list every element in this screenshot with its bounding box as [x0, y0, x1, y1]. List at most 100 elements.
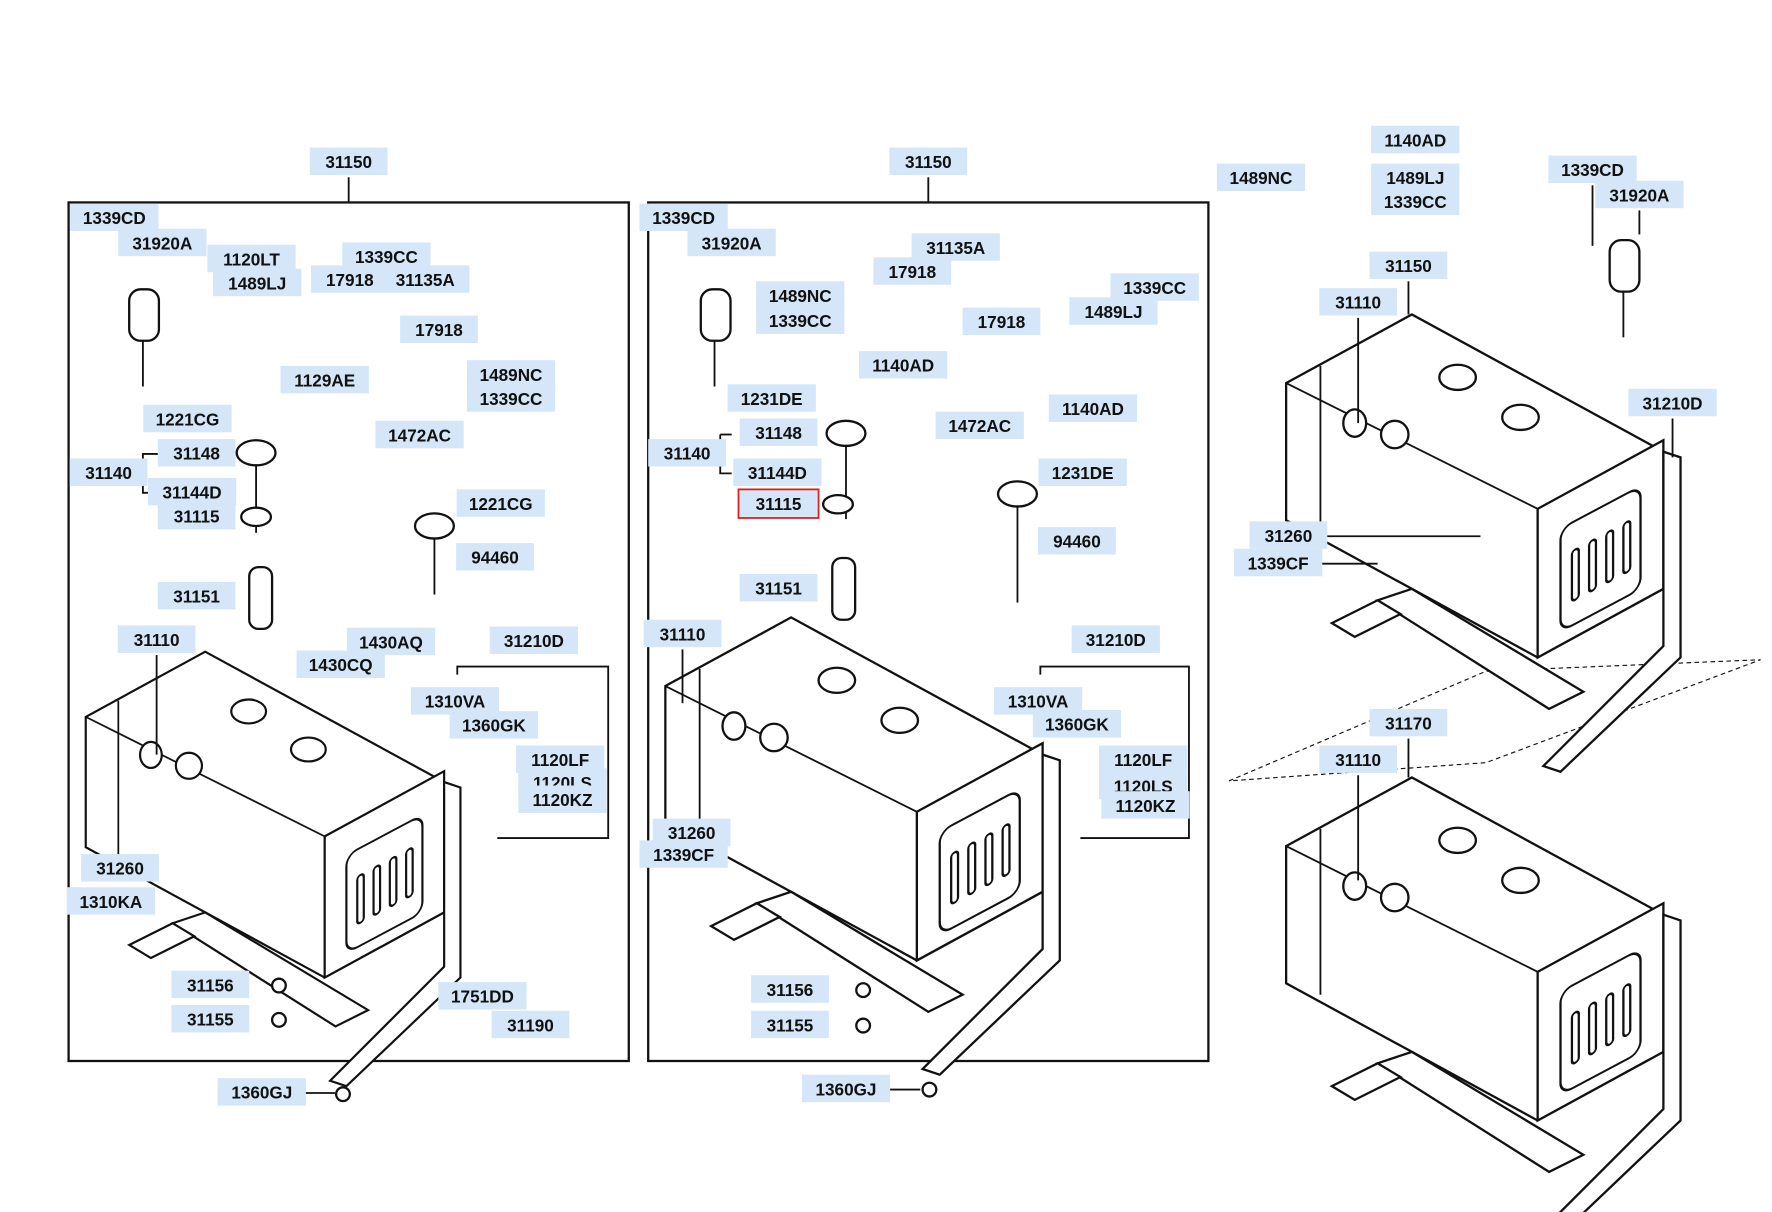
label-background [491, 1010, 570, 1039]
part-label-31135A[interactable]: 31135A [911, 233, 1000, 261]
part-label-31115[interactable]: 31115 [157, 501, 236, 530]
part-label-1140AD[interactable]: 1140AD [1048, 394, 1138, 422]
part-label-1339CF[interactable]: 1339CF [1233, 548, 1323, 577]
washer-icon [270, 977, 287, 994]
part-label-17918[interactable]: 17918 [962, 307, 1041, 336]
part-label-1751DD[interactable]: 1751DD [438, 982, 527, 1010]
part-number: 31151 [755, 579, 802, 599]
part-label-1430AQ[interactable]: 1430AQ [346, 627, 436, 656]
part-label-31190[interactable]: 31190 [491, 1010, 570, 1039]
part-label-31920A[interactable]: 31920A [118, 228, 207, 257]
part-label-31150[interactable]: 31150 [1369, 251, 1448, 280]
part-label-31260[interactable]: 31260 [81, 854, 159, 882]
label-background [739, 489, 818, 517]
tank-slot [1587, 538, 1598, 593]
part-label-31140[interactable]: 31140 [69, 458, 148, 486]
part-label-31144D[interactable]: 31144D [733, 458, 822, 486]
part-label-31150[interactable]: 31150 [889, 147, 968, 176]
part-label-31135A[interactable]: 31135A [381, 265, 470, 293]
tank-slot [1570, 1010, 1580, 1065]
part-label-1120LF[interactable]: 1120LF [1099, 745, 1188, 773]
part-label-1360GJ[interactable]: 1360GJ [801, 1074, 891, 1103]
part-label-31110[interactable]: 31110 [643, 619, 722, 648]
part-label-1221CG[interactable]: 1221CG [456, 489, 545, 517]
part-label-1360GK[interactable]: 1360GK [1032, 710, 1122, 738]
part-label-1310KA[interactable]: 1310KA [66, 887, 156, 915]
part-label-1140AD[interactable]: 1140AD [1371, 125, 1460, 154]
part-number: 1339CD [1561, 160, 1624, 180]
part-label-31140[interactable]: 31140 [648, 439, 726, 467]
part-label-1339CD[interactable]: 1339CD [70, 203, 159, 232]
part-label-31260[interactable]: 31260 [1249, 521, 1328, 549]
part-label-31151[interactable]: 31151 [739, 573, 818, 602]
tank-slot [950, 850, 960, 905]
part-label-1339CC[interactable]: 1339CC [342, 242, 431, 270]
part-label-1489NC[interactable]: 1489NC [466, 360, 556, 388]
tank-slot [1570, 547, 1580, 602]
part-label-1472AC[interactable]: 1472AC [935, 411, 1024, 440]
leader-lines [141, 177, 1674, 1094]
part-label-1120LT[interactable]: 1120LT [207, 244, 296, 273]
part-label-1489LJ[interactable]: 1489LJ [1069, 297, 1158, 325]
part-label-1339CC[interactable]: 1339CC [1371, 187, 1460, 216]
part-label-31210D[interactable]: 31210D [1071, 625, 1160, 653]
part-number: 31260 [1265, 526, 1313, 546]
part-label-31920A[interactable]: 31920A [1595, 180, 1684, 209]
label-background [1101, 791, 1190, 819]
part-label-1310VA[interactable]: 1310VA [410, 687, 500, 715]
part-label-31110[interactable]: 31110 [117, 625, 196, 653]
part-label-1129AE[interactable]: 1129AE [280, 365, 369, 394]
part-label-31156[interactable]: 31156 [171, 970, 250, 999]
part-label-1339CD[interactable]: 1339CD [639, 203, 728, 232]
label-background [751, 975, 829, 1003]
part-label-1140AD[interactable]: 1140AD [859, 351, 948, 379]
part-label-17918[interactable]: 17918 [310, 265, 389, 293]
part-label-31170[interactable]: 31170 [1369, 708, 1448, 737]
part-label-31148[interactable]: 31148 [157, 439, 236, 467]
label-background [456, 489, 545, 517]
part-number: 1221CG [156, 409, 220, 429]
part-label-1472AC[interactable]: 1472AC [375, 420, 464, 449]
gauge-port-icon [817, 666, 857, 695]
tank-slot [984, 832, 994, 887]
label-background [171, 1004, 250, 1033]
part-number: 1430CQ [309, 655, 373, 675]
part-label-17918[interactable]: 17918 [873, 257, 952, 285]
part-label-31115[interactable]: 31115 [737, 488, 820, 519]
part-label-1489LJ[interactable]: 1489LJ [213, 268, 302, 297]
part-label-31155[interactable]: 31155 [751, 1010, 829, 1039]
part-label-1489NC[interactable]: 1489NC [1216, 163, 1306, 192]
part-label-31148[interactable]: 31148 [739, 418, 818, 446]
part-label-1339CC[interactable]: 1339CC [756, 306, 845, 334]
part-label-1339CF[interactable]: 1339CF [639, 840, 728, 868]
part-number: 31115 [756, 494, 802, 514]
part-label-1339CD[interactable]: 1339CD [1548, 155, 1637, 184]
part-label-17918[interactable]: 17918 [400, 315, 478, 344]
part-label-1339CC[interactable]: 1339CC [466, 384, 556, 412]
part-label-1231DE[interactable]: 1231DE [727, 384, 816, 412]
part-label-31110[interactable]: 31110 [1319, 745, 1398, 773]
label-background [1216, 163, 1306, 192]
part-label-31150[interactable]: 31150 [309, 147, 388, 176]
part-label-1489NC[interactable]: 1489NC [756, 281, 845, 309]
part-label-1120KZ[interactable]: 1120KZ [1101, 791, 1190, 819]
part-label-31144D[interactable]: 31144D [147, 477, 237, 506]
part-label-1120KZ[interactable]: 1120KZ [518, 785, 607, 813]
label-background [456, 543, 534, 571]
part-label-31156[interactable]: 31156 [751, 975, 829, 1003]
part-label-31920A[interactable]: 31920A [687, 228, 776, 257]
part-label-31210D[interactable]: 31210D [1628, 388, 1717, 417]
part-label-1231DE[interactable]: 1231DE [1038, 458, 1127, 486]
part-label-94460[interactable]: 94460 [456, 543, 534, 571]
part-label-1360GJ[interactable]: 1360GJ [217, 1078, 306, 1106]
part-label-31210D[interactable]: 31210D [489, 626, 579, 655]
part-label-1339CC[interactable]: 1339CC [1110, 273, 1199, 301]
part-label-31110[interactable]: 31110 [1319, 288, 1398, 316]
part-label-31155[interactable]: 31155 [171, 1004, 250, 1033]
part-label-1489LJ[interactable]: 1489LJ [1371, 163, 1460, 192]
part-label-1360GK[interactable]: 1360GK [449, 711, 539, 739]
part-label-1430CQ[interactable]: 1430CQ [296, 650, 385, 679]
part-label-94460[interactable]: 94460 [1038, 527, 1116, 555]
part-label-31151[interactable]: 31151 [157, 581, 236, 610]
part-label-1221CG[interactable]: 1221CG [143, 404, 232, 433]
